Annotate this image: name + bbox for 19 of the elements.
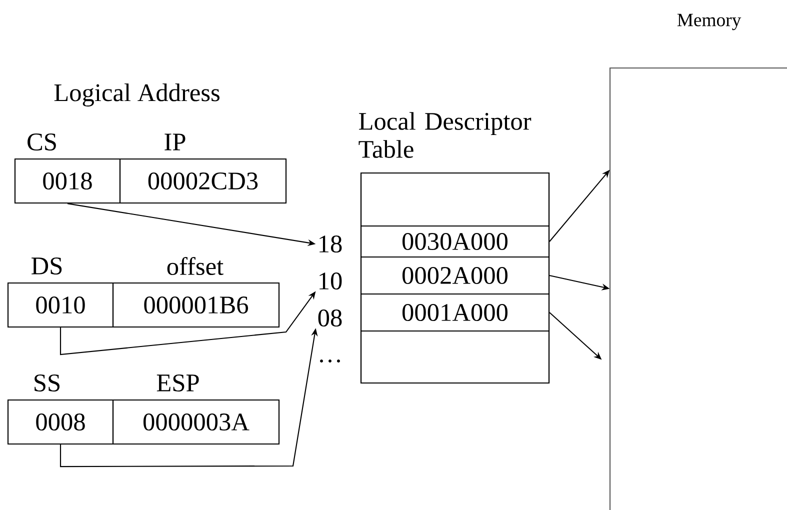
register-cell: 0008	[7, 399, 114, 445]
register-cell: 0010	[7, 282, 114, 328]
register-name: IP	[164, 134, 186, 150]
table-title: Local Descriptor Table	[358, 112, 532, 158]
register-name: SS	[34, 374, 60, 392]
register-cell: 000001B6	[112, 282, 280, 328]
register-cell: 0000003A	[112, 399, 280, 445]
register-name: offset	[167, 256, 224, 276]
index-label: 18	[320, 235, 342, 253]
register-name: DS	[32, 258, 62, 275]
register-name: CS	[28, 134, 56, 151]
index-label: 08	[318, 309, 342, 327]
index-label: 10	[320, 272, 342, 290]
register-cell: 0018	[14, 158, 121, 204]
section-title: Logical Address	[54, 84, 220, 107]
register-name: ESP	[156, 374, 199, 392]
ellipsis: …	[320, 360, 340, 362]
memory-title: Memory	[677, 14, 742, 30]
register-cell: 00002CD3	[119, 158, 287, 204]
